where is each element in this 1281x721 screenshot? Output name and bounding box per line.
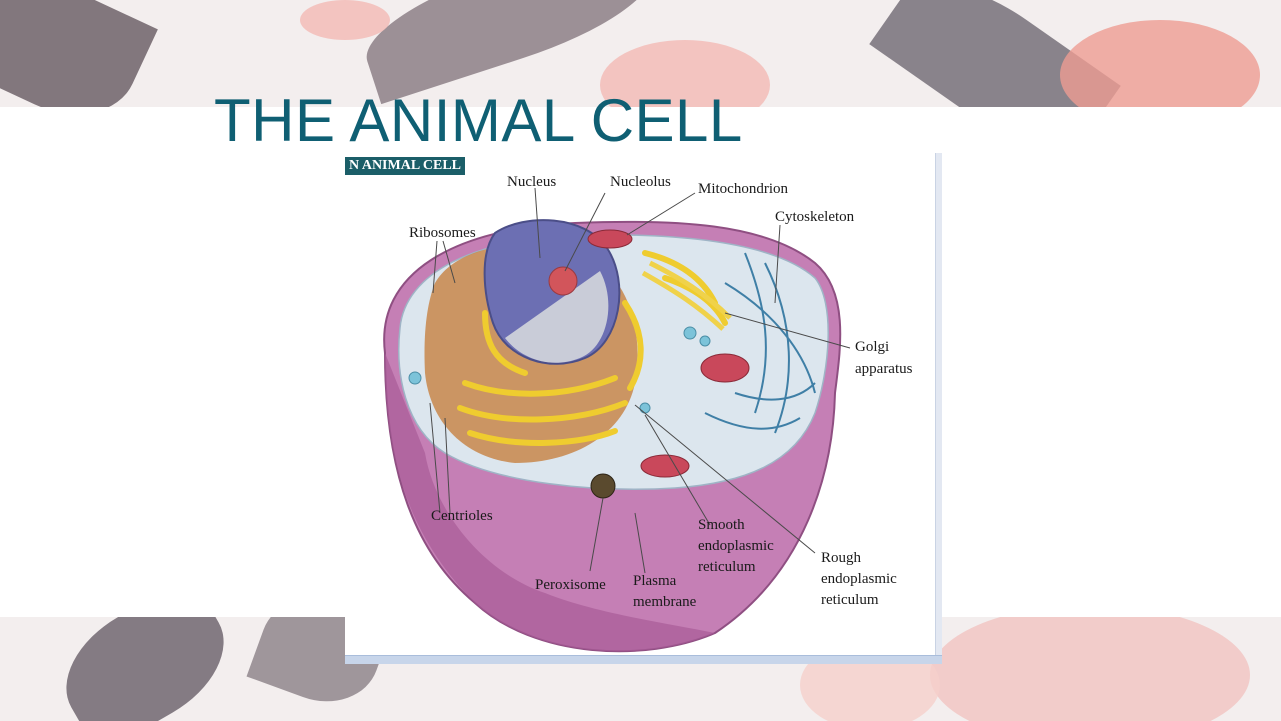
- figure-vertical-scrollbar[interactable]: [935, 153, 942, 664]
- leader-line: [634, 512, 646, 574]
- er-band: [462, 375, 618, 397]
- vesicle: [683, 326, 697, 340]
- leader-line: [626, 192, 696, 236]
- mitochondrion-shape: [587, 229, 633, 249]
- leader-line: [432, 240, 438, 294]
- label-centrioles: Centrioles: [431, 508, 493, 524]
- golgi-cisterna: [641, 270, 725, 331]
- leader-line: [534, 187, 541, 259]
- flower-decoration: [930, 605, 1250, 721]
- leader-line: [774, 224, 781, 304]
- er-band: [642, 250, 718, 306]
- golgi-shape: [641, 260, 732, 331]
- label-nucleolus: Nucleolus: [610, 174, 671, 190]
- cytoskeleton-shape: [704, 252, 816, 434]
- nucleus-cutaway: [505, 271, 609, 363]
- label-ribosomes: Ribosomes: [409, 225, 476, 241]
- vesicle: [408, 371, 422, 385]
- membrane-side-shade: [385, 353, 715, 652]
- mitochondrion-shape: [640, 454, 690, 478]
- label-cytoskeleton: Cytoskeleton: [775, 209, 855, 225]
- label-rough-er-line1: Rough: [821, 550, 862, 566]
- leader-line: [564, 192, 606, 272]
- er-band: [467, 428, 618, 446]
- peroxisome-shape: [590, 473, 616, 499]
- cytoskeleton-fiber: [764, 262, 790, 434]
- label-smooth-er-line3: reticulum: [698, 559, 756, 575]
- figure-caption-tag: N ANIMAL CELL: [345, 157, 466, 175]
- vesicle: [699, 335, 711, 347]
- leader-line: [644, 414, 711, 526]
- label-rough-er-line3: reticulum: [821, 592, 879, 608]
- label-golgi-line2: apparatus: [855, 361, 913, 377]
- er-band: [457, 400, 628, 423]
- leader-line: [589, 497, 604, 572]
- slide-title: THE ANIMAL CELL: [214, 87, 743, 154]
- label-rough-er-line2: endoplasmic: [821, 571, 897, 587]
- vesicle: [639, 402, 651, 414]
- figure-horizontal-scrollbar[interactable]: [345, 655, 942, 664]
- vesicles: [408, 326, 711, 414]
- leader-line: [724, 312, 851, 349]
- leader-line: [444, 417, 451, 514]
- er-band: [622, 300, 644, 391]
- leader-line: [442, 240, 456, 284]
- label-smooth-er-line2: endoplasmic: [698, 538, 774, 554]
- mitochondrion-shape: [700, 353, 750, 383]
- cytoskeleton-fiber: [704, 412, 801, 430]
- label-peroxisome: Peroxisome: [535, 577, 606, 593]
- cytoskeleton-fiber: [734, 382, 816, 401]
- leader-line: [429, 402, 441, 514]
- cell-diagram: Nucleus Nucleolus Mitochondrion Cytoskel…: [383, 174, 913, 653]
- label-plasma-membrane-line2: membrane: [633, 594, 697, 610]
- leader-lines: [429, 187, 851, 574]
- golgi-cisterna: [648, 260, 732, 320]
- leader-line: [634, 404, 816, 554]
- label-mitochondrion: Mitochondrion: [698, 181, 788, 197]
- nucleolus-shape: [548, 266, 578, 296]
- animal-cell-figure: N ANIMAL CELL: [345, 153, 942, 664]
- er-band: [482, 310, 528, 376]
- cytoskeleton-fiber: [724, 282, 816, 394]
- flower-decoration: [300, 0, 390, 40]
- label-nucleus: Nucleus: [507, 174, 556, 190]
- cytoskeleton-fiber: [744, 252, 767, 414]
- label-plasma-membrane-line1: Plasma: [633, 573, 677, 589]
- label-smooth-er-line1: Smooth: [698, 517, 745, 533]
- label-golgi-line1: Golgi: [855, 339, 889, 355]
